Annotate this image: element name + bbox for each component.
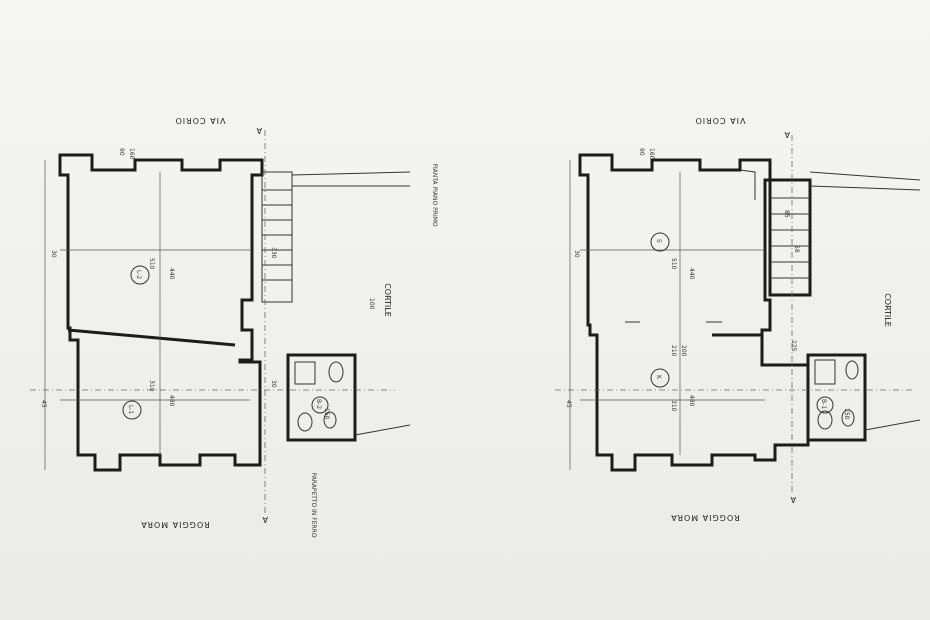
left-railing-note: PARAPETTO IN FERRO [310,472,317,537]
right-dim-225: 225 [790,340,797,352]
right-courtyard: CORTILE [883,293,892,327]
right-room-tag-s [650,232,670,252]
right-section-mark-bottom: A [790,495,796,504]
right-dim-160: 160 [648,148,655,160]
right-floor-plan: VIA CORIO A S K B-1 510 440 210 200 310 … [555,116,921,522]
left-shower [294,361,316,385]
left-dim-lines [44,160,250,470]
right-bathroom-walls [806,353,867,442]
left-section-mark-bottom: A [262,515,268,524]
left-dim-90: 90 [118,148,125,156]
right-toilet [817,410,833,430]
left-outer-walls [58,153,264,472]
right-shower [814,359,836,385]
left-courtyard-lines [291,171,411,436]
left-dim-100: 100 [368,298,375,310]
right-dim-150: 150 [843,408,850,420]
left-room-tag-l1 [122,400,142,420]
left-dim-330: 330 [270,247,277,259]
right-outer-walls [578,153,810,472]
left-room-l2: L-2 [135,270,142,279]
left-dim-510: 510 [148,258,155,270]
left-section-mark-top: A [256,126,262,135]
left-dim-30: 30 [50,250,57,258]
right-room-b1: B-1 [820,399,827,409]
left-partition-wall [67,328,236,347]
right-bidet [841,409,855,427]
right-dim-510: 510 [670,258,677,270]
right-door-marks [625,169,756,323]
left-room-tag-l2 [130,265,150,285]
right-dim-lines [569,160,765,470]
right-dim-310: 310 [670,400,677,412]
right-street-top: VIA CORIO [695,116,746,125]
right-street-bottom: ROGGIA MORA [670,513,740,522]
right-room-tag-k [650,368,670,388]
left-room-l1: L-1 [127,405,134,414]
right-dim-58: 58 [793,245,800,253]
right-stair-treads [770,197,810,279]
right-courtyard-lines [809,171,921,431]
left-dim-160: 160 [128,148,135,160]
right-room-k: K [655,375,662,380]
right-dim-200: 200 [680,345,687,357]
right-room-s: S [655,239,662,243]
left-street-top: VIA CORIO [175,116,226,125]
right-dim-90: 90 [638,148,645,156]
right-dim-45: 45 [565,400,572,408]
right-dim-210: 210 [670,345,677,357]
right-dim-480: 480 [688,395,695,407]
left-floor-plan: VIA CORIO A L-2 L-1 B-2 510 440 310 480 [30,116,438,538]
left-bathroom-walls [286,353,357,442]
right-section-mark-top: A [784,130,790,139]
left-dim-310: 310 [148,380,155,392]
left-bidet [323,411,337,429]
left-courtyard: CORTILE [383,283,392,317]
drawing-title: PIANTA PIANO PRIMO [431,163,438,227]
left-dim-150: 150 [323,408,330,420]
right-dim-85: 85 [783,210,790,218]
left-room-tag-b2 [311,396,329,414]
left-dim-165: 30 [270,380,277,388]
right-stair [768,178,812,297]
left-dim-440: 440 [168,268,175,280]
left-stair [261,171,293,303]
right-sink [845,360,859,380]
right-dim-30: 30 [573,250,580,258]
left-sink [328,361,344,383]
left-stair-treads [262,189,292,281]
left-room-b2: B-2 [315,399,322,409]
left-street-bottom: ROGGIA MORA [140,520,210,529]
left-dim-480: 480 [168,395,175,407]
left-dim-45: 45 [40,400,47,408]
right-dim-440: 440 [688,268,695,280]
right-room-tag-b1 [816,396,834,414]
left-toilet [297,412,313,432]
